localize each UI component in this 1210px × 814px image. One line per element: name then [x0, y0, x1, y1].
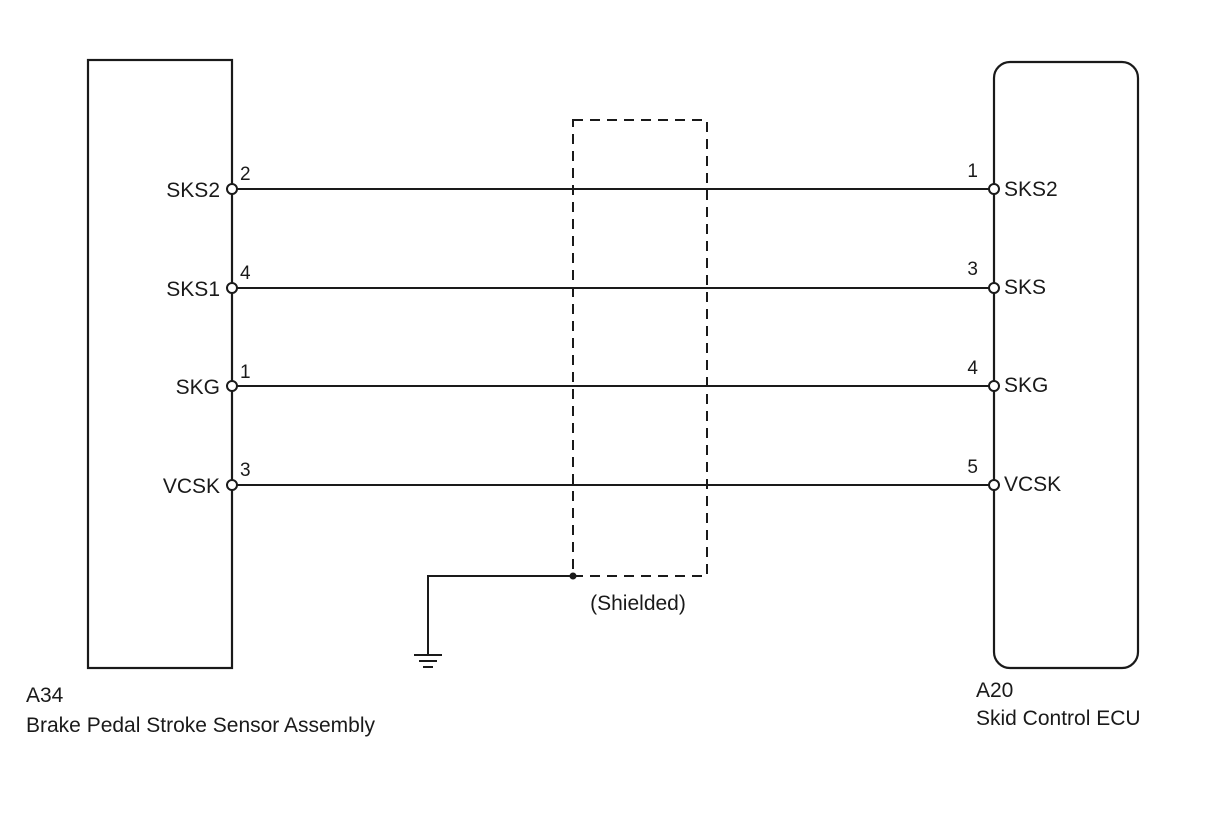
left-pin-number: 3	[240, 460, 251, 481]
right-terminal	[988, 282, 1000, 294]
left-component-code: A34	[26, 684, 64, 707]
wire-row-1: SKS2 2 1 SKS2	[166, 161, 1057, 202]
right-pin-number: 1	[967, 161, 978, 182]
right-component-code: A20	[976, 679, 1013, 702]
wire-row-2: SKS1 4 3 SKS	[166, 259, 1046, 301]
right-signal-label: SKS	[1004, 276, 1046, 299]
right-terminal	[988, 479, 1000, 491]
right-signal-label: SKG	[1004, 374, 1048, 397]
shield-drain-wire	[427, 572, 577, 654]
shield-box	[572, 119, 708, 577]
right-pin-number: 3	[967, 259, 978, 280]
junction-dot	[569, 572, 577, 580]
skid-control-ecu-box	[992, 60, 1140, 670]
right-terminal	[988, 380, 1000, 392]
right-pin-number: 4	[967, 358, 978, 379]
left-signal-label: SKS2	[166, 179, 220, 202]
left-signal-label: VCSK	[163, 475, 220, 498]
right-pin-number: 5	[967, 457, 978, 478]
left-terminal	[226, 479, 238, 491]
left-signal-label: SKG	[176, 376, 220, 399]
left-terminal	[226, 282, 238, 294]
shield-label: (Shielded)	[590, 592, 686, 615]
left-component-name: Brake Pedal Stroke Sensor Assembly	[26, 714, 376, 737]
left-terminal	[226, 183, 238, 195]
ground-icon	[414, 654, 442, 668]
left-pin-number: 1	[240, 362, 251, 383]
drain-line	[427, 575, 573, 654]
right-component-name: Skid Control ECU	[976, 707, 1141, 730]
left-pin-number: 2	[240, 164, 251, 185]
right-signal-label: VCSK	[1004, 473, 1061, 496]
left-signal-label: SKS1	[166, 278, 220, 301]
brake-pedal-sensor-box	[86, 58, 234, 670]
left-pin-number: 4	[240, 263, 251, 284]
right-signal-label: SKS2	[1004, 178, 1058, 201]
wire-row-4: VCSK 3 5 VCSK	[163, 457, 1061, 498]
wire-row-3: SKG 1 4 SKG	[176, 358, 1049, 399]
left-terminal	[226, 380, 238, 392]
right-terminal	[988, 183, 1000, 195]
